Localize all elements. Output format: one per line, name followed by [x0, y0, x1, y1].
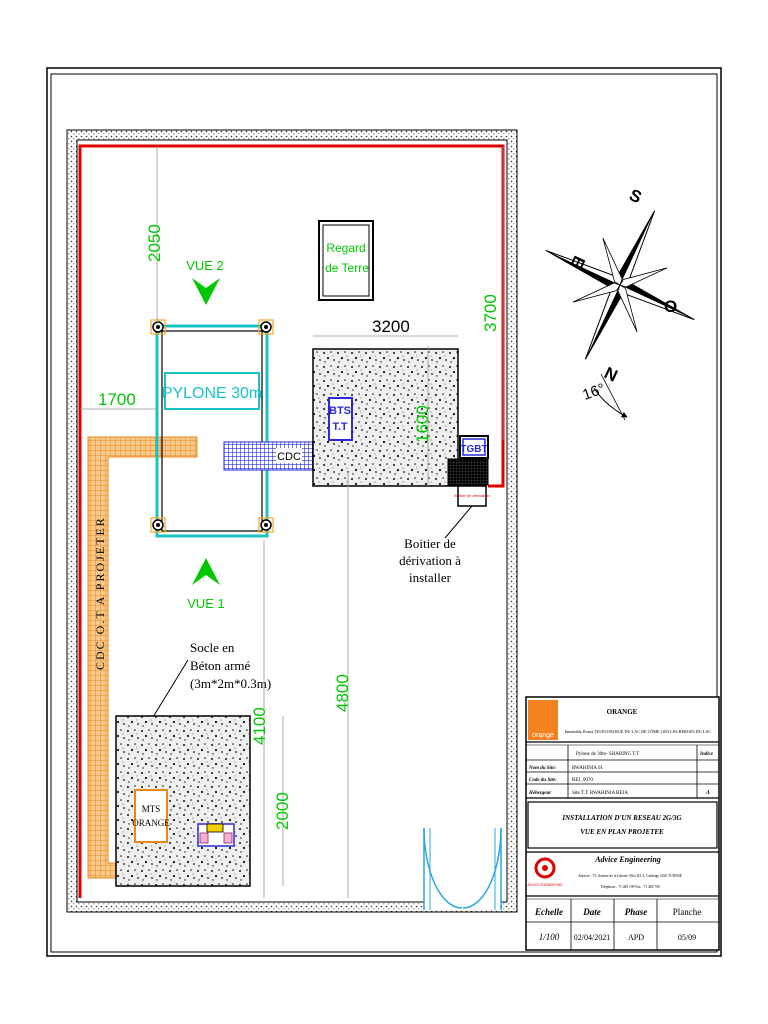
indice-label: Indice [699, 752, 714, 757]
dim-4100: 4100 [250, 707, 269, 745]
company-name: Advice Engineering [594, 855, 661, 864]
hebergeur-value: Site T.T. RWAHINIA BEJA [572, 791, 628, 796]
compass-n: N [601, 363, 620, 385]
bts-label-2: T.T [332, 421, 348, 433]
site-code-label: Code du Site: [529, 778, 557, 783]
company-logo-text: ADVICE ENGINEERING [527, 883, 563, 887]
pylone-label-box [164, 372, 260, 410]
vue2-arrow [192, 278, 220, 305]
tgbt-cable-block [447, 458, 489, 486]
dim-3200: 3200 [372, 317, 410, 336]
callout-boitier-3: installer [409, 570, 452, 585]
dim-1700: 1700 [98, 390, 136, 409]
orange-logo-text: orange [532, 732, 554, 739]
callout-boitier-2: dérivation à [399, 553, 461, 568]
regard-label-1: Regard [326, 241, 365, 255]
site-name-label: Nom du Site: [528, 766, 557, 771]
title-block [525, 696, 720, 951]
perimeter-wall [66, 129, 518, 913]
site-name-value: RWAHINIA 01 [572, 766, 603, 771]
dim-3700: 3700 [481, 294, 500, 332]
tgbt-label: TGBT [460, 444, 487, 455]
company-address: Adresse : 73, Avenue de la Liberté, Bloc… [578, 874, 683, 879]
callout-socle-2: Béton armé [190, 658, 251, 673]
mts-label-2: ORANGE [132, 818, 170, 828]
callout-socle-1: Socle en [190, 640, 235, 655]
mts-label-1: MTS [142, 804, 161, 814]
vue1-arrow [192, 558, 220, 585]
client-name: ORANGE [607, 708, 638, 716]
regard-label-2: de Terre [325, 261, 369, 275]
val-date: 02/04/2021 [574, 933, 610, 942]
client-address: Immeuble Ilvana TELECOM RUE DU LAC DE CÔ… [565, 729, 712, 734]
indice-value: A [705, 790, 710, 796]
project-name: Pylone de 30m- SHARING T.T [576, 752, 639, 757]
dimension-lines [80, 146, 504, 898]
compass-s: S [626, 185, 644, 207]
dim-4800: 4800 [333, 674, 352, 712]
val-phase: APD [628, 933, 644, 942]
boitier-small-label: Boîtier de dérivation [454, 493, 490, 498]
install-title: INSTALLATION D'UN RESEAU 2G/3G [561, 814, 681, 822]
col-echelle: Echelle [534, 907, 563, 917]
entrance-door [423, 827, 502, 910]
col-phase: Phase [625, 907, 648, 917]
compass-o: O [664, 297, 677, 316]
cdc-label: CDC [277, 451, 301, 463]
pylone-label: PYLONE 30m [162, 385, 262, 402]
bts-box [328, 397, 353, 441]
col-date: Date [582, 907, 601, 917]
col-planche: Planche [673, 907, 702, 917]
compass-angle: 16° [580, 380, 607, 404]
vue2-label: VUE 2 [186, 258, 224, 273]
callout-socle-3: (3m*2m*0.3m) [190, 676, 271, 691]
dim-2050: 2050 [145, 224, 164, 262]
regard-de-terre-box [318, 220, 374, 301]
company-phone: Téléphone : 71 469 199 Fax : 71 469 700 [600, 885, 660, 889]
view-title: VUE EN PLAN PROJETEE [580, 828, 664, 836]
pylone-tower [150, 319, 274, 538]
val-echelle: 1/100 [539, 932, 560, 942]
vue1-label: VUE 1 [187, 596, 225, 611]
callout-boitier-1: Boitier de [404, 536, 456, 551]
site-code-value: BEJ_0070 [572, 778, 593, 783]
val-planche: 05/09 [678, 933, 696, 942]
sheet-border-inner [50, 73, 718, 953]
bts-label-1: BTS [329, 405, 351, 417]
mts-equipment [197, 823, 235, 847]
compass-rose [545, 210, 695, 360]
dim-2000: 2000 [273, 792, 292, 830]
dim-1600: 1600 [413, 405, 432, 443]
mts-orange-box [134, 789, 168, 843]
sheet-border-outer [46, 67, 722, 957]
hebergeur-label: Hébergeur [528, 791, 551, 796]
cdc-vertical-label: CDC O.T A PROJETER [93, 516, 107, 670]
